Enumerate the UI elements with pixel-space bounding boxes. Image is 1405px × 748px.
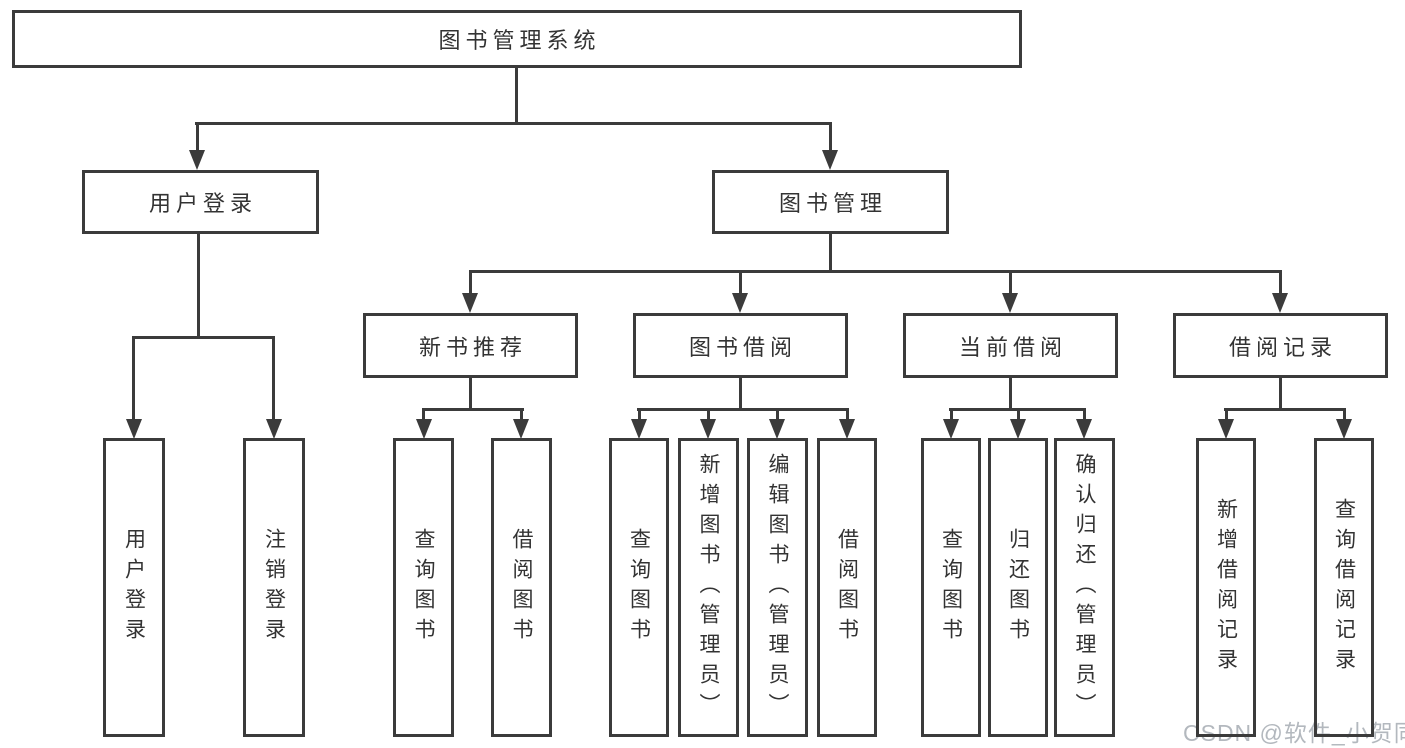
connector-drop-line: [520, 408, 523, 422]
connector-arrowhead: [631, 419, 647, 439]
node-label: 借阅记录: [1228, 334, 1337, 360]
connector-drop-line: [1343, 408, 1346, 422]
node-book-management: 图书管理: [712, 170, 949, 234]
node-library-management-system: 图书管理系统: [12, 10, 1022, 68]
node-label: 图书管理系统: [438, 28, 601, 53]
connector-arrowhead: [513, 419, 529, 439]
connector-trunk-line: [515, 68, 518, 125]
connector-arrowhead: [126, 419, 142, 439]
connector-drop-line: [1083, 408, 1086, 422]
node-new-book-recommendation: 新书推荐: [363, 313, 578, 378]
node-borrowing-records: 借阅记录: [1173, 313, 1388, 378]
connector-drop-line: [272, 336, 275, 421]
connector-branch-line: [132, 336, 275, 339]
node-label: 查询图书: [412, 527, 435, 648]
leaf-logout: 注销登录: [243, 438, 305, 737]
leaf-borrow-books-borrowing: 借阅图书: [817, 438, 877, 737]
connector-arrowhead: [462, 293, 478, 313]
connector-arrowhead: [416, 419, 432, 439]
node-label: 归还图书: [1006, 527, 1030, 648]
connector-drop-line: [707, 408, 710, 422]
connector-drop-line: [1017, 408, 1020, 422]
connector-drop-line: [776, 408, 779, 422]
connector-trunk-line: [197, 232, 200, 338]
node-book-borrowing: 图书借阅: [633, 313, 848, 378]
leaf-return-books: 归还图书: [988, 438, 1048, 737]
connector-arrowhead: [189, 150, 205, 170]
connector-arrowhead: [700, 419, 716, 439]
connector-arrowhead: [769, 419, 785, 439]
connector-arrowhead: [732, 293, 748, 313]
node-label: 用户登录: [148, 191, 257, 216]
node-label: 查询借阅记录: [1332, 497, 1356, 678]
connector-branch-line: [195, 122, 832, 125]
connector-drop-line: [1225, 408, 1228, 422]
connector-arrowhead: [1272, 293, 1288, 313]
leaf-query-books-recommendation: 查询图书: [393, 438, 454, 737]
connector-drop-line: [950, 408, 953, 422]
connector-arrowhead: [1002, 293, 1018, 313]
leaf-user-login: 用户登录: [103, 438, 165, 737]
connector-arrowhead: [839, 419, 855, 439]
connector-branch-line: [422, 408, 524, 411]
node-label: 新书推荐: [418, 334, 527, 360]
node-label: 查询图书: [939, 527, 963, 648]
node-current-borrowing: 当前借阅: [903, 313, 1118, 378]
leaf-borrow-books-recommendation: 借阅图书: [491, 438, 552, 737]
node-label: 确认归还（管理员）: [1073, 452, 1096, 723]
connector-branch-line: [1224, 408, 1345, 411]
connector-drop-line: [422, 408, 425, 422]
connector-arrowhead: [822, 150, 838, 170]
watermark: CSDN @软件_小贺同学: [1183, 720, 1405, 746]
node-label: 当前借阅: [958, 334, 1067, 360]
node-label: 借阅图书: [510, 527, 533, 648]
connector-arrowhead: [1076, 419, 1092, 439]
connector-arrowhead: [1218, 419, 1234, 439]
node-label: 借阅图书: [835, 527, 859, 648]
leaf-add-borrow-record: 新增借阅记录: [1196, 438, 1256, 737]
connector-trunk-line: [829, 232, 832, 273]
node-label: 查询图书: [627, 527, 651, 648]
connector-arrowhead: [1010, 419, 1026, 439]
connector-trunk-line: [469, 376, 472, 411]
connector-arrowhead: [1336, 419, 1352, 439]
connector-trunk-line: [1279, 376, 1282, 411]
node-label: 图书借阅: [688, 334, 797, 360]
node-label: 编辑图书（管理员）: [766, 452, 789, 723]
leaf-query-borrow-record: 查询借阅记录: [1314, 438, 1374, 737]
connector-arrowhead: [943, 419, 959, 439]
leaf-edit-books-admin: 编辑图书（管理员）: [747, 438, 808, 737]
connector-drop-line: [846, 408, 849, 422]
connector-arrowhead: [266, 419, 282, 439]
node-label: 图书管理: [778, 191, 887, 216]
leaf-confirm-return-admin: 确认归还（管理员）: [1054, 438, 1115, 737]
connector-drop-line: [196, 122, 199, 154]
connector-drop-line: [469, 270, 472, 295]
connector-drop-line: [638, 408, 641, 422]
leaf-query-books-borrowing: 查询图书: [609, 438, 669, 737]
node-label: 新增借阅记录: [1214, 497, 1238, 678]
node-user-login: 用户登录: [82, 170, 319, 234]
connector-branch-line: [637, 408, 849, 411]
connector-trunk-line: [1009, 376, 1012, 411]
node-label: 新增图书（管理员）: [697, 452, 720, 723]
connector-drop-line: [829, 122, 832, 154]
node-label: 用户登录: [122, 527, 146, 648]
connector-drop-line: [1279, 270, 1282, 295]
connector-drop-line: [132, 336, 135, 421]
leaf-query-books-current: 查询图书: [921, 438, 981, 737]
connector-branch-line: [469, 270, 1282, 273]
connector-drop-line: [739, 270, 742, 295]
connector-drop-line: [1009, 270, 1012, 295]
leaf-add-books-admin: 新增图书（管理员）: [678, 438, 739, 737]
connector-trunk-line: [739, 376, 742, 411]
node-label: 注销登录: [262, 527, 286, 648]
